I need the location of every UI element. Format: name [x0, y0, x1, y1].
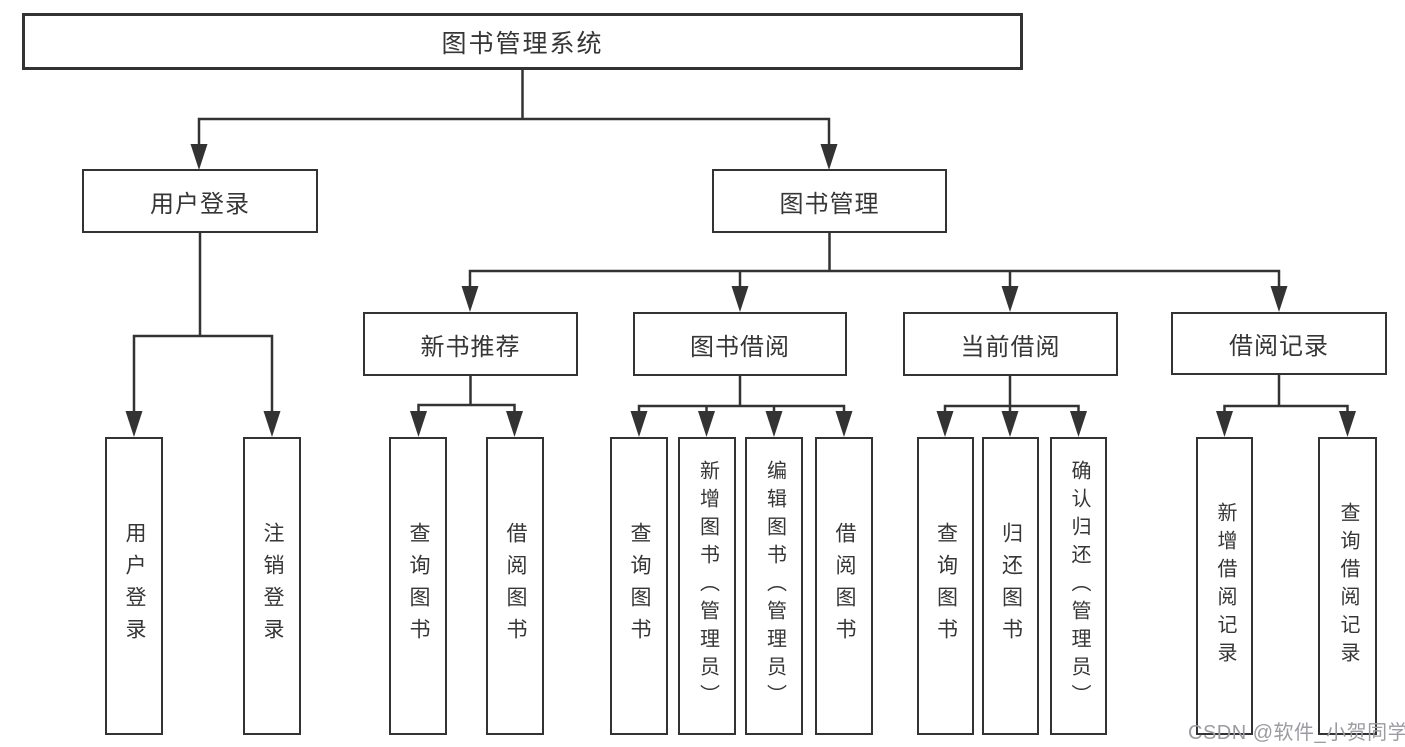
leaf-query-books-borrow: 查询图书	[610, 437, 668, 735]
leaf-add-borrow-record: 新增借阅记录	[1196, 437, 1253, 735]
node-user-login: 用户登录	[82, 169, 318, 233]
leaf-query-borrow-record: 查询借阅记录	[1318, 437, 1377, 735]
arrowheads	[125, 144, 1356, 437]
arrowhead	[820, 144, 838, 170]
node-label: 编辑图书（管理员）	[763, 460, 786, 712]
connector-borrow-records-children	[1223, 374, 1349, 419]
arrowhead	[936, 411, 954, 437]
leaf-user-login: 用户登录	[105, 437, 163, 735]
leaf-logout: 注销登录	[243, 437, 301, 735]
arrowhead	[1270, 286, 1288, 312]
node-label: 查询图书	[628, 522, 652, 650]
node-label: 查询借阅记录	[1337, 502, 1359, 670]
node-book-management: 图书管理	[712, 169, 947, 233]
node-label: 图书管理	[779, 190, 880, 218]
node-borrow-records: 借阅记录	[1171, 312, 1387, 375]
connector-new-book-children	[417, 374, 516, 419]
arrowhead	[1070, 411, 1087, 437]
arrowhead	[1001, 286, 1019, 312]
arrowhead	[410, 411, 427, 437]
arrowhead	[506, 411, 523, 437]
node-label: 归还图书	[999, 522, 1023, 650]
leaf-query-books-recommend: 查询图书	[389, 437, 447, 735]
node-label: 注销登录	[261, 522, 285, 650]
arrowhead	[461, 286, 479, 312]
connector-book-management-children	[468, 230, 1281, 294]
arrowhead	[630, 411, 648, 437]
node-label: 借阅图书	[504, 522, 528, 650]
arrowhead	[263, 411, 281, 437]
node-label: 确认归还（管理员）	[1068, 460, 1090, 712]
leaf-return-books: 归还图书	[982, 437, 1039, 735]
leaf-confirm-return-admin: 确认归还（管理员）	[1050, 437, 1107, 735]
connector-book-borrow-children	[637, 374, 846, 419]
arrowhead	[1001, 411, 1019, 437]
arrowhead	[835, 411, 853, 437]
connector-current-borrow-children	[943, 374, 1080, 419]
connector-root-to-level2	[197, 66, 831, 152]
node-label: 查询图书	[934, 522, 958, 650]
arrowhead	[190, 144, 208, 170]
node-label: 图书管理系统	[441, 29, 604, 58]
node-book-borrow: 图书借阅	[633, 312, 847, 376]
arrowhead	[125, 411, 143, 437]
node-label: 新增借阅记录	[1214, 502, 1236, 670]
arrowhead	[1339, 411, 1356, 437]
node-label: 用户登录	[150, 190, 250, 218]
node-label: 查询图书	[407, 522, 431, 650]
node-label: 新书推荐	[420, 333, 521, 361]
node-label: 当前借阅	[960, 333, 1061, 361]
leaf-borrow-books: 借阅图书	[815, 437, 873, 735]
leaf-add-book-admin: 新增图书（管理员）	[678, 437, 736, 735]
node-label: 图书借阅	[690, 333, 790, 361]
arrowhead	[1216, 411, 1233, 437]
node-label: 新增图书（管理员）	[696, 460, 719, 712]
node-label: 用户登录	[123, 522, 147, 650]
leaf-query-books-current: 查询图书	[917, 437, 974, 735]
node-current-borrow: 当前借阅	[903, 312, 1118, 376]
csdn-watermark: CSDN @软件_小贺同学	[1188, 722, 1405, 744]
connector-user-login-children	[132, 231, 274, 419]
arrowhead	[698, 411, 715, 437]
node-new-book-recommend: 新书推荐	[363, 312, 578, 376]
node-root: 图书管理系统	[22, 13, 1023, 70]
arrowhead	[765, 411, 783, 437]
leaf-edit-book-admin: 编辑图书（管理员）	[745, 437, 803, 735]
node-label: 借阅记录	[1229, 333, 1329, 360]
leaf-borrow-books-recommend: 借阅图书	[486, 437, 544, 735]
arrowhead	[731, 286, 749, 312]
node-label: 借阅图书	[833, 522, 857, 650]
